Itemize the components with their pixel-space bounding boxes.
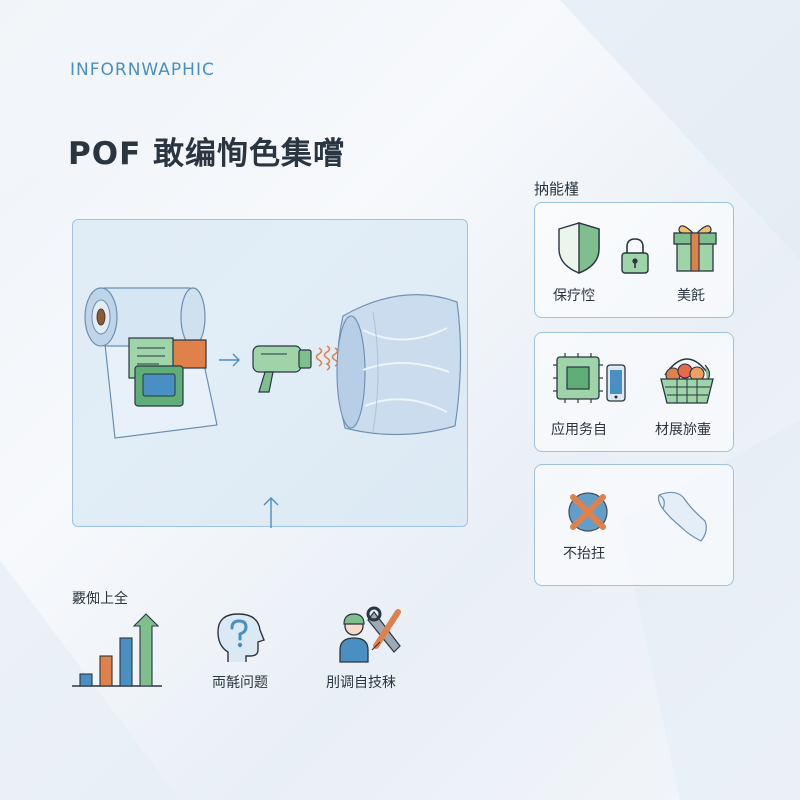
fruit-basket-icon bbox=[660, 358, 714, 404]
feature-label-application: 应用务自 bbox=[551, 422, 607, 438]
technician-tools-icon bbox=[339, 606, 401, 663]
feature-card-eco: 不抬抂 bbox=[534, 464, 734, 586]
head-question-icon bbox=[217, 613, 265, 662]
brand-label: INFORNWAPHIC bbox=[70, 60, 215, 80]
product-boxes-icon bbox=[128, 337, 207, 407]
arrow-up-icon bbox=[263, 497, 279, 528]
features-title: 抐能槿 bbox=[534, 180, 580, 198]
process-diagram bbox=[84, 287, 462, 528]
page-title: POF 敢编恂色集嚐 bbox=[68, 136, 346, 172]
shield-icon bbox=[558, 222, 600, 275]
lock-icon bbox=[621, 238, 649, 274]
gift-icon bbox=[673, 225, 717, 272]
feature-card-protection: 保疗悾 美飥 bbox=[534, 202, 734, 318]
advantages-title: 覈倁上全 bbox=[72, 591, 128, 607]
no-pvc-icon bbox=[568, 492, 608, 532]
film-sheet-icon bbox=[657, 491, 707, 542]
feature-label-display: 材展旀壷 bbox=[655, 422, 711, 438]
feature-label-beauty: 美飥 bbox=[677, 288, 705, 304]
feature-label-eco: 不抬抂 bbox=[563, 546, 605, 562]
advantage-label-tech-support: 刖调自技秣 bbox=[326, 675, 396, 691]
phone-icon bbox=[606, 364, 626, 402]
feature-label-protection: 保疗悾 bbox=[553, 288, 595, 304]
heat-gun-icon bbox=[252, 345, 339, 393]
arrow-right-icon bbox=[219, 353, 240, 367]
shrink-wrapped-package-icon bbox=[336, 294, 462, 436]
advantage-label-solution: 両毻问题 bbox=[212, 675, 268, 691]
circuit-board-icon bbox=[553, 353, 603, 403]
feature-card-application: 应用务自 材展旀壷 bbox=[534, 332, 734, 452]
process-diagram-panel bbox=[72, 219, 468, 528]
growth-chart-icon bbox=[72, 613, 162, 687]
